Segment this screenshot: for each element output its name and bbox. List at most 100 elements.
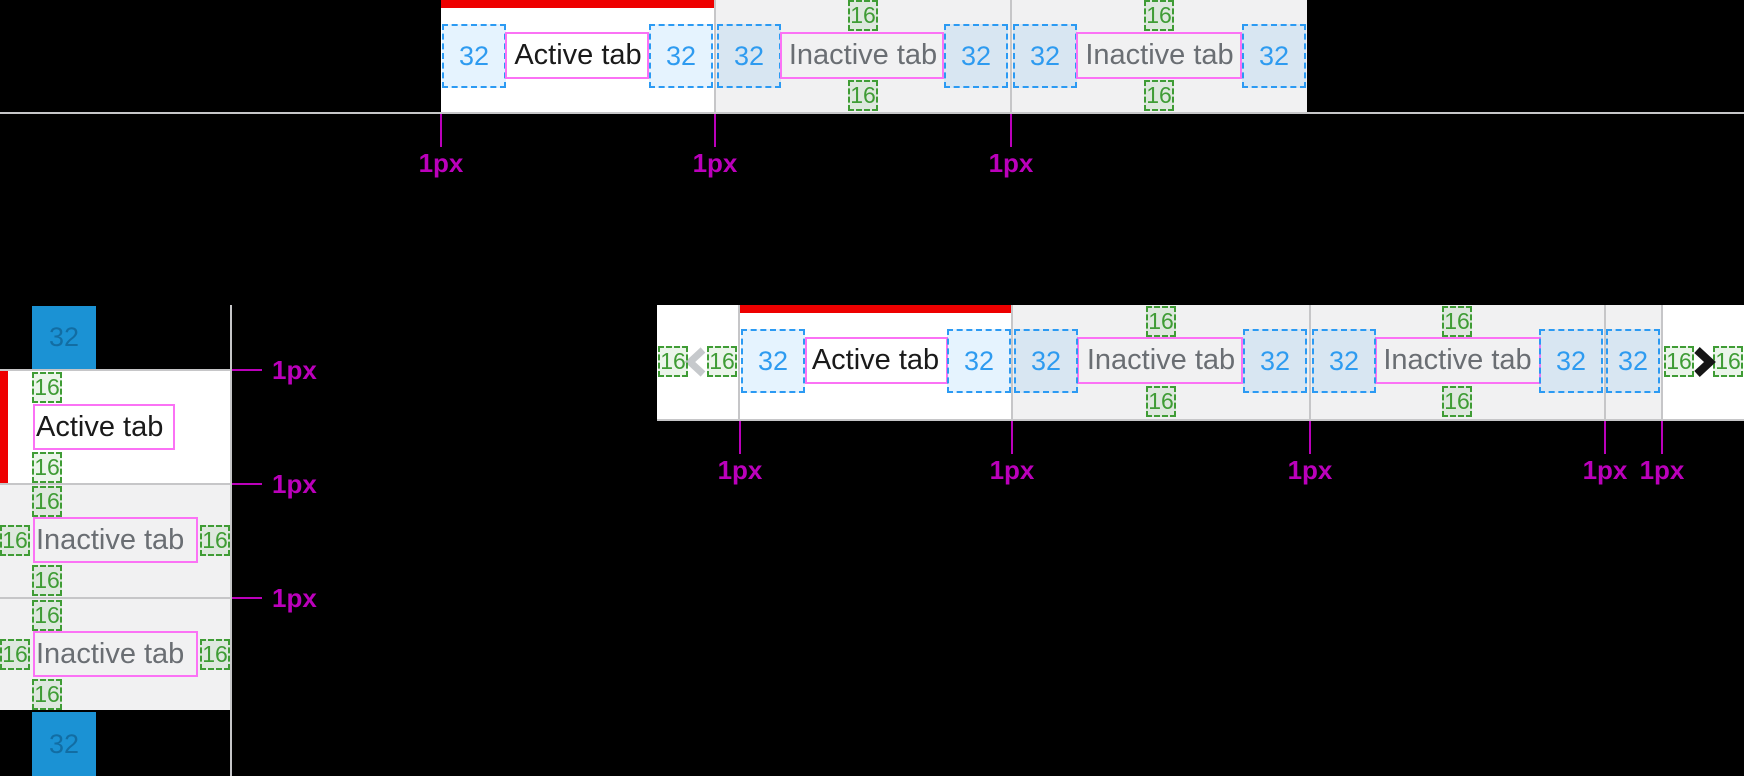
padding-16-annotation: 16 xyxy=(32,486,62,517)
active-tab-indicator xyxy=(740,305,1011,313)
spacing-32-annotation: 32 xyxy=(1539,329,1603,393)
ruler-line xyxy=(230,305,232,776)
tab-label: Inactive tab xyxy=(1383,344,1532,376)
scroll-right-button[interactable] xyxy=(1663,305,1744,419)
border-1px-marker xyxy=(232,369,262,371)
tab-bar-bottom-border xyxy=(657,419,1744,421)
tab-bar-bottom-border xyxy=(0,112,1744,114)
label-bounds-annotation xyxy=(505,32,649,79)
tab-divider xyxy=(1011,305,1013,419)
border-1px-marker xyxy=(440,114,442,147)
border-1px-marker xyxy=(1011,421,1013,454)
padding-16-annotation: 16 xyxy=(707,346,737,377)
label-bounds-annotation xyxy=(1076,32,1242,79)
border-1px-label: 1px xyxy=(692,148,738,178)
chevron-left-icon xyxy=(683,347,709,377)
padding-16-annotation: 16 xyxy=(848,0,878,31)
padding-16-annotation: 16 xyxy=(658,346,688,377)
touch-target-square: 32 xyxy=(32,306,96,369)
padding-16-annotation: 16 xyxy=(32,452,62,483)
border-1px-marker xyxy=(1604,421,1606,454)
spacing-32-annotation: 32 xyxy=(649,24,713,88)
scroll-left-button[interactable] xyxy=(657,305,738,419)
padding-16-annotation: 16 xyxy=(32,600,62,631)
border-1px-marker xyxy=(1309,421,1311,454)
padding-16-annotation: 16 xyxy=(32,679,62,710)
border-1px-label: 1px xyxy=(272,583,317,613)
border-1px-label: 1px xyxy=(418,148,464,178)
tab-divider xyxy=(0,597,230,599)
spacing-32-annotation: 32 xyxy=(1312,329,1376,393)
tab-label: Inactive tab xyxy=(1086,344,1236,376)
border-1px-marker xyxy=(739,421,741,454)
tab-inactive[interactable] xyxy=(1311,305,1604,419)
padding-16-annotation: 16 xyxy=(1713,346,1743,377)
padding-16-annotation: 16 xyxy=(0,639,30,670)
tab-label: Inactive tab xyxy=(1085,39,1234,71)
tab-active[interactable] xyxy=(441,0,715,112)
tab-divider xyxy=(0,483,230,485)
border-1px-label: 1px xyxy=(717,455,763,485)
tab-inactive[interactable] xyxy=(0,485,230,597)
padding-16-annotation: 16 xyxy=(32,372,62,403)
tab-label: Active tab xyxy=(36,410,164,443)
label-bounds-annotation xyxy=(1077,337,1243,384)
tab-top-border xyxy=(0,369,230,371)
padding-16-annotation: 16 xyxy=(0,525,30,556)
tab-divider xyxy=(1010,0,1012,112)
padding-16-annotation: 16 xyxy=(1144,0,1174,31)
tab-inactive[interactable] xyxy=(0,599,230,710)
label-bounds-annotation xyxy=(805,337,948,384)
tab-inactive[interactable] xyxy=(716,0,1010,112)
tab-active[interactable] xyxy=(0,371,230,483)
padding-16-annotation: 16 xyxy=(1144,80,1174,111)
tab-divider xyxy=(1604,305,1606,419)
border-1px-label: 1px xyxy=(989,455,1035,485)
spacing-32-annotation: 32 xyxy=(944,24,1008,88)
tab-label: Active tab xyxy=(514,39,642,71)
padding-16-annotation: 16 xyxy=(1146,306,1176,337)
active-tab-indicator xyxy=(0,371,8,483)
tab-overflow-area xyxy=(1606,305,1661,419)
spacing-32-annotation: 32 xyxy=(717,24,781,88)
tab-active[interactable] xyxy=(740,305,1011,419)
spacing-32-annotation: 32 xyxy=(741,329,805,393)
padding-16-annotation: 16 xyxy=(200,639,230,670)
chevron-right-icon xyxy=(1691,347,1717,377)
tab-label: Inactive tab xyxy=(788,39,938,71)
tab-label: Inactive tab xyxy=(36,637,185,670)
border-1px-label: 1px xyxy=(272,355,317,385)
border-1px-marker xyxy=(1661,421,1663,454)
tab-divider xyxy=(1309,305,1311,419)
border-1px-marker xyxy=(232,597,262,599)
active-tab-indicator xyxy=(441,0,715,8)
touch-target-square: 32 xyxy=(32,712,96,776)
padding-16-annotation: 16 xyxy=(1442,306,1472,337)
spacing-32-annotation: 32 xyxy=(947,329,1011,393)
label-bounds-annotation xyxy=(33,631,198,677)
border-1px-label: 1px xyxy=(1582,455,1628,485)
tab-divider xyxy=(738,305,740,419)
spacing-32-annotation: 32 xyxy=(1014,329,1078,393)
padding-16-annotation: 16 xyxy=(1146,386,1176,417)
border-1px-marker xyxy=(232,483,262,485)
spacing-32-annotation: 32 xyxy=(1243,329,1307,393)
padding-16-annotation: 16 xyxy=(1442,386,1472,417)
border-1px-label: 1px xyxy=(272,469,317,499)
label-bounds-annotation xyxy=(780,32,944,79)
border-1px-label: 1px xyxy=(1287,455,1333,485)
border-1px-marker xyxy=(1010,114,1012,147)
border-1px-label: 1px xyxy=(1639,455,1685,485)
padding-16-annotation: 16 xyxy=(32,565,62,596)
tab-inactive[interactable] xyxy=(1012,0,1307,112)
padding-16-annotation: 16 xyxy=(848,80,878,111)
tab-inactive[interactable] xyxy=(1013,305,1309,419)
tab-divider xyxy=(1661,305,1663,419)
border-1px-marker xyxy=(714,114,716,147)
label-bounds-annotation xyxy=(33,517,198,563)
padding-16-annotation: 16 xyxy=(200,525,230,556)
border-1px-label: 1px xyxy=(988,148,1034,178)
spacing-32-annotation: 32 xyxy=(1606,329,1660,393)
label-bounds-annotation xyxy=(33,404,175,450)
